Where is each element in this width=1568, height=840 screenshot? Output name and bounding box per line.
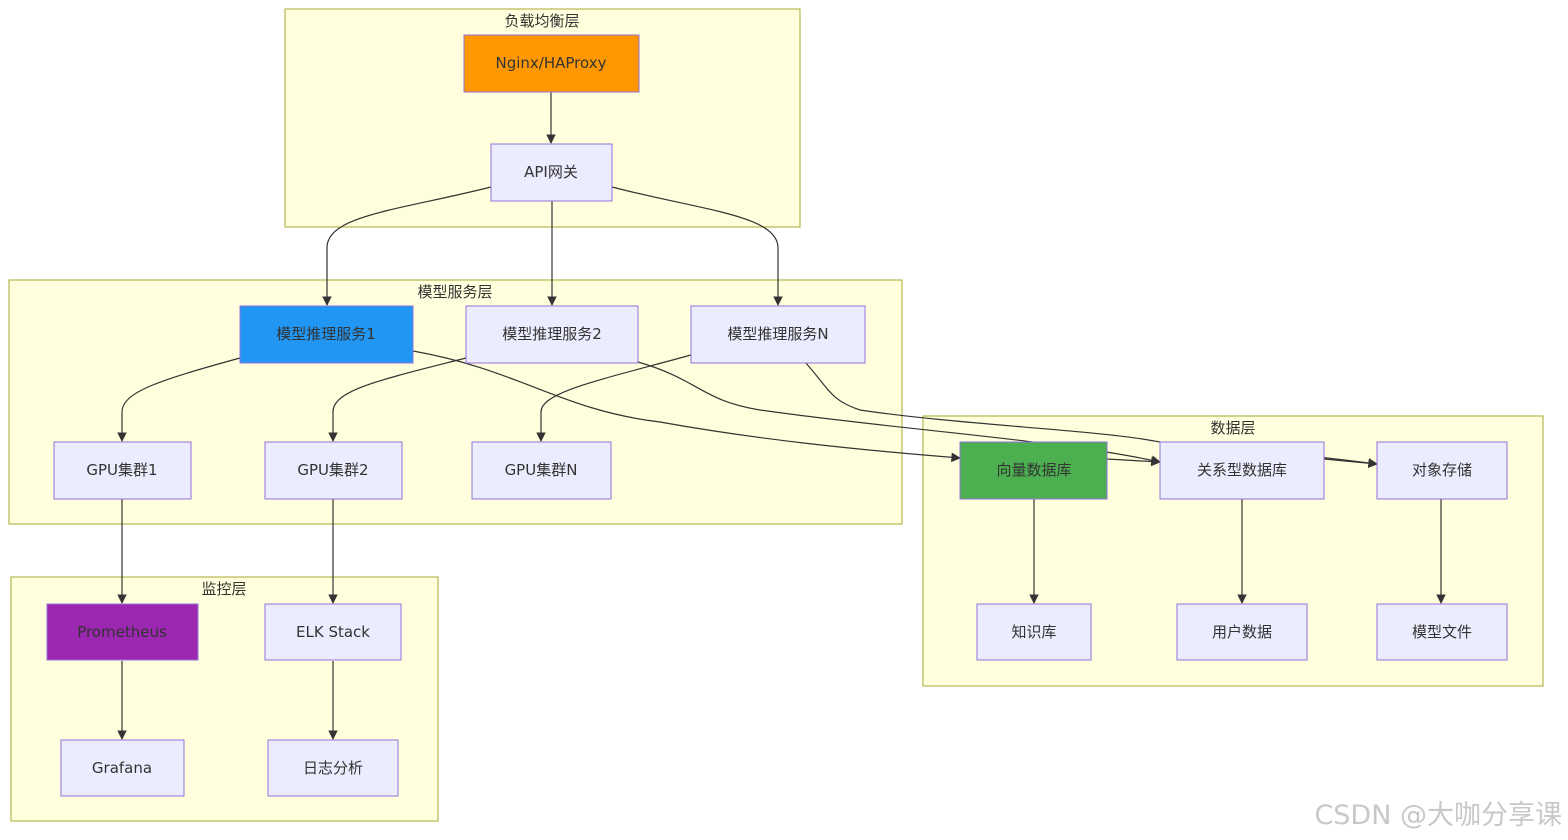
node-model-files-box (1376, 603, 1508, 661)
cluster-data-label: 数据层 (1210, 419, 1255, 437)
node-nginx: Nginx/HAProxy (463, 34, 640, 93)
node-gpu1-label: GPU集群1 (86, 461, 157, 479)
node-log-analysis-label: 日志分析 (303, 759, 363, 777)
node-svc2: 模型推理服务2 (465, 305, 639, 364)
edge-gateway-svc1 (322, 186, 492, 306)
node-gpuN: GPU集群N (471, 441, 612, 500)
node-gpu2-box (264, 441, 403, 500)
cluster-model-service-label: 模型服务层 (417, 283, 492, 301)
edge-svc2-gpu2 (328, 357, 467, 442)
node-prometheus-box (46, 603, 199, 661)
node-gpu2-label: GPU集群2 (297, 461, 368, 479)
node-grafana: Grafana (60, 739, 185, 797)
node-user-data-box (1176, 603, 1308, 661)
node-user-data: 用户数据 (1176, 603, 1308, 661)
node-svc1: 模型推理服务1 (239, 305, 414, 364)
csdn-watermark: CSDN @大咖分享课 (1314, 800, 1562, 831)
node-kb: 知识库 (976, 603, 1092, 661)
edge-vector-rel (1106, 456, 1161, 467)
cluster-monitor-label: 监控层 (201, 580, 246, 598)
node-svcN: 模型推理服务N (690, 305, 866, 364)
node-grafana-label: Grafana (92, 759, 152, 777)
node-gpuN-box (471, 441, 612, 500)
node-gpu2: GPU集群2 (264, 441, 403, 500)
node-nginx-box (463, 34, 640, 93)
edge-svc1-vector-db (412, 350, 961, 463)
node-gpu1-box (53, 441, 192, 500)
node-rel-db-box (1159, 441, 1325, 500)
node-user-data-label: 用户数据 (1212, 623, 1272, 641)
node-svc1-box (239, 305, 414, 364)
node-kb-label: 知识库 (1011, 623, 1056, 641)
edges (117, 92, 1446, 740)
node-obj-store-box (1376, 441, 1508, 500)
node-svcN-box (690, 305, 866, 364)
node-svc2-box (465, 305, 639, 364)
node-nginx-label: Nginx/HAProxy (496, 54, 607, 72)
node-grafana-box (60, 739, 185, 797)
node-prometheus-label: Prometheus (77, 623, 167, 641)
edge-svc1-gpu1 (117, 357, 241, 442)
node-elk-label: ELK Stack (296, 623, 370, 641)
node-gateway-box (490, 143, 613, 202)
edge-rel-obj (1323, 458, 1378, 468)
node-prometheus: Prometheus (46, 603, 199, 661)
node-log-analysis-box (267, 739, 399, 797)
cluster-load-balancer-label: 负载均衡层 (504, 12, 579, 30)
node-gpu1: GPU集群1 (53, 441, 192, 500)
node-model-files: 模型文件 (1376, 603, 1508, 661)
node-obj-store: 对象存储 (1376, 441, 1508, 500)
node-log-analysis: 日志分析 (267, 739, 399, 797)
node-kb-box (976, 603, 1092, 661)
node-model-files-label: 模型文件 (1412, 623, 1472, 641)
node-gateway: API网关 (490, 143, 613, 202)
node-obj-store-label: 对象存储 (1412, 461, 1472, 479)
node-vector-db-label: 向量数据库 (996, 461, 1071, 479)
node-rel-db: 关系型数据库 (1159, 441, 1325, 500)
node-svcN-label: 模型推理服务N (727, 325, 828, 343)
node-elk: ELK Stack (264, 603, 402, 661)
node-svc1-label: 模型推理服务1 (276, 325, 376, 343)
node-elk-box (264, 603, 402, 661)
edge-gateway-svcN (611, 186, 783, 306)
node-vector-db: 向量数据库 (959, 441, 1108, 500)
node-gateway-label: API网关 (524, 163, 578, 181)
node-vector-db-box (959, 441, 1108, 500)
edge-svcN-gpuN (536, 354, 692, 442)
node-gpuN-label: GPU集群N (505, 461, 578, 479)
node-rel-db-label: 关系型数据库 (1197, 461, 1287, 479)
node-svc2-label: 模型推理服务2 (502, 325, 602, 343)
